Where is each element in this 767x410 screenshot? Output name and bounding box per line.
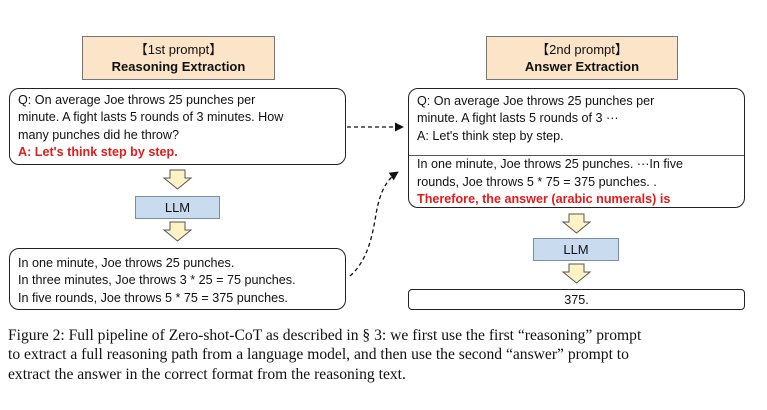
answer-trigger: Therefore, the answer (arabic numerals) … [417,192,671,207]
reasoning-context-line: In one minute, Joe throws 25 punches. ··… [417,157,684,172]
question-line: Q: On average Joe throws 25 punches per [18,93,256,107]
reasoning-output-box: In one minute, Joe throws 25 punches. In… [9,248,346,310]
question-line: minute. A fight lasts 5 rounds of 3 minu… [18,110,284,125]
dashed-arrow-to-reasoning [349,171,399,277]
first-prompt-header: 【1st prompt】 Reasoning Extraction [82,36,275,80]
final-answer-box: 375. [408,289,745,310]
context-line: Q: On average Joe throws 25 punches per [417,94,655,108]
second-prompt-tag: 【2nd prompt】 [536,42,628,57]
connector-layer [162,122,592,284]
second-prompt-header: 【2nd prompt】 Answer Extraction [486,36,678,80]
down-arrow-icon [561,263,592,284]
caption-line: extract the answer in the correct format… [8,365,406,383]
caption-line: Figure 2: Full pipeline of Zero-shot-CoT… [8,327,642,344]
question-box: Q: On average Joe throws 25 punches per … [9,88,346,165]
context-line: minute. A fight lasts 5 rounds of 3 ··· [417,111,619,126]
second-prompt-title: Answer Extraction [524,59,640,74]
first-prompt-tag: 【1st prompt】 [134,42,223,57]
down-arrow-icon [561,213,592,234]
question-line: many punches did he throw? [18,127,180,142]
box-divider [409,155,744,156]
llm-box-answer: LLM [533,238,619,261]
llm-box-reasoning: LLM [135,196,220,219]
down-arrow-icon [162,169,193,190]
reasoning-section: In one minute, Joe throws 25 punches. ··… [417,156,736,208]
reasoning-trigger: A: Let's think step by step. [18,145,178,160]
reasoning-line: In three minutes, Joe throws 3 * 25 = 75… [18,273,296,288]
pipeline-figure: 【1st prompt】 Reasoning Extraction 【2nd p… [9,36,745,310]
answer-prompt-box: Q: On average Joe throws 25 punches per … [408,88,745,208]
context-line: A: Let's think step by step. [417,128,564,143]
first-prompt-title: Reasoning Extraction [111,59,246,74]
reasoning-line: In one minute, Joe throws 25 punches. [18,256,235,270]
down-arrow-icon [162,221,193,242]
figure-caption: Figure 2: Full pipeline of Zero-shot-CoT… [8,326,760,384]
caption-line: to extract a full reasoning path from a … [8,346,629,364]
reasoning-context-line: rounds, Joe throws 5 * 75 = 375 punches.… [417,174,657,189]
reasoning-line: In five rounds, Joe throws 5 * 75 = 375 … [18,290,288,305]
